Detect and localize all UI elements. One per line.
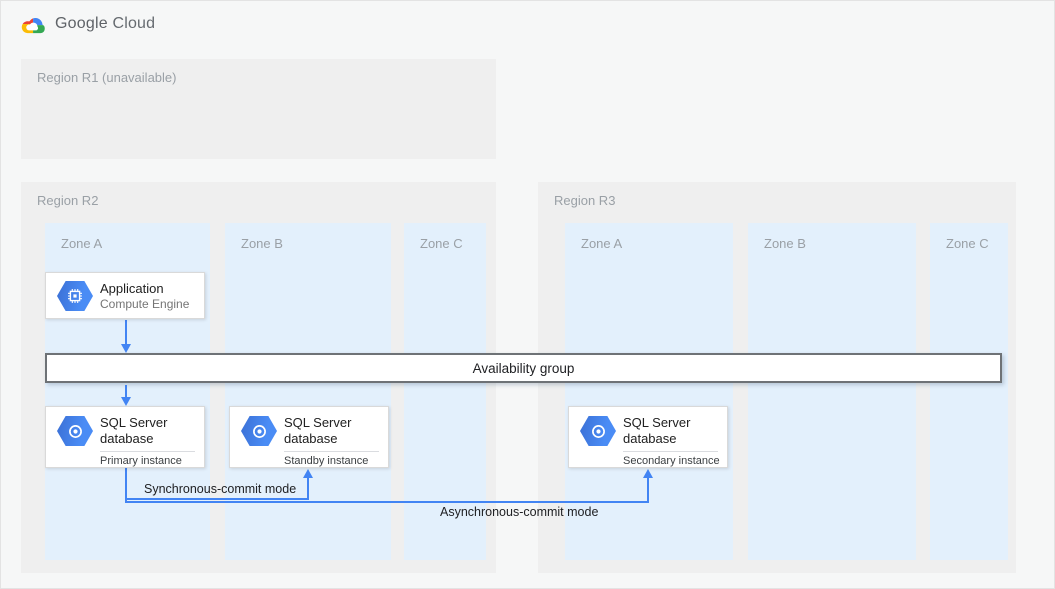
edge-availability-group-to-primary: [125, 385, 127, 398]
sql-server-primary-node: SQL Server database Primary instance: [45, 406, 205, 468]
application-title: Application: [100, 281, 164, 296]
divider: [284, 451, 379, 452]
compute-engine-icon: [57, 281, 93, 311]
divider: [623, 451, 718, 452]
brand-text: Google Cloud: [55, 15, 155, 33]
sql-server-database-icon: [57, 416, 93, 446]
edge-sync-riser: [307, 477, 309, 498]
region-r2-label: Region R2: [37, 193, 99, 208]
region-r2-zone-c: Zone C: [404, 223, 486, 560]
db-title: SQL Server database: [623, 415, 691, 446]
sql-server-standby-node: SQL Server database Standby instance: [229, 406, 389, 468]
availability-group-bar: Availability group: [45, 353, 1002, 383]
zone-label: Zone C: [946, 236, 989, 251]
arrow-down-icon: [121, 344, 131, 353]
zone-label: Zone B: [241, 236, 283, 251]
region-r3-label: Region R3: [554, 193, 616, 208]
sql-server-database-icon: [580, 416, 616, 446]
sync-commit-label: Synchronous-commit mode: [144, 482, 297, 496]
db-instance-label: Secondary instance: [623, 455, 720, 467]
edge-sync-horizontal: [125, 498, 309, 500]
edge-app-to-availability-group: [125, 320, 127, 345]
db-title: SQL Server database: [100, 415, 168, 446]
brand-google: Google: [55, 15, 108, 32]
availability-group-label: Availability group: [472, 360, 575, 376]
header: Google Cloud: [1, 1, 1054, 47]
brand-cloud: Cloud: [112, 15, 156, 32]
arrow-down-icon: [121, 397, 131, 406]
edge-async-riser: [647, 477, 649, 501]
async-commit-label: Asynchronous-commit mode: [440, 505, 599, 519]
region-r3-zone-a: Zone A: [565, 223, 733, 560]
region-r3-zone-b: Zone B: [748, 223, 916, 560]
divider: [100, 451, 195, 452]
zone-label: Zone A: [61, 236, 103, 251]
zone-label: Zone B: [764, 236, 806, 251]
db-title: SQL Server database: [284, 415, 352, 446]
application-subtitle: Compute Engine: [100, 297, 190, 311]
sql-server-secondary-node: SQL Server database Secondary instance: [568, 406, 728, 468]
region-r2-zone-b: Zone B: [225, 223, 391, 560]
region-r3-zone-c: Zone C: [930, 223, 1008, 560]
edge-async-horizontal: [125, 501, 649, 503]
arrow-up-icon: [303, 469, 313, 478]
edge-primary-riser: [125, 468, 127, 503]
db-instance-label: Primary instance: [100, 455, 182, 467]
zone-label: Zone A: [581, 236, 623, 251]
region-r1: Region R1 (unavailable): [21, 59, 496, 159]
region-r1-label: Region R1 (unavailable): [37, 70, 177, 85]
zone-label: Zone C: [420, 236, 463, 251]
db-instance-label: Standby instance: [284, 455, 369, 467]
sql-server-database-icon: [241, 416, 277, 446]
arrow-up-icon: [643, 469, 653, 478]
google-cloud-logo-icon: [21, 17, 45, 34]
application-node: Application Compute Engine: [45, 272, 205, 319]
